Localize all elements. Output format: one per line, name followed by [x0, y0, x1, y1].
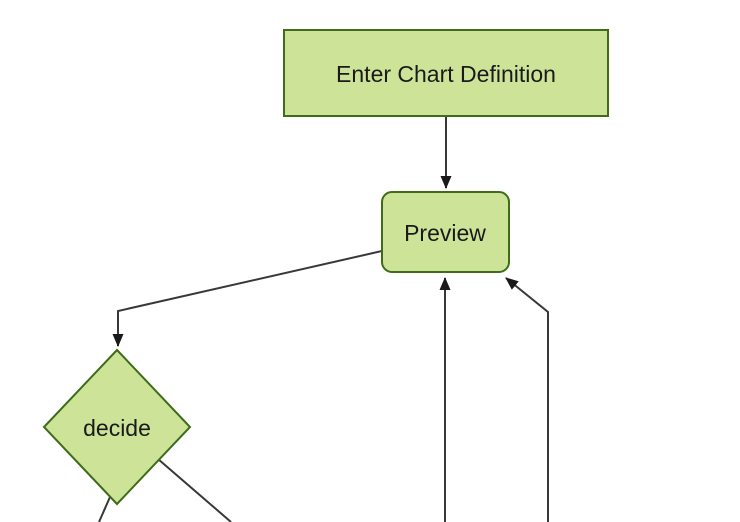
preview-rounded-rectangle	[381, 191, 510, 273]
edge-bottom-right-to-preview	[505, 277, 549, 522]
edges-layer	[98, 116, 549, 522]
enter-chart-definition-rectangle	[283, 29, 609, 117]
node-enter-chart-definition	[283, 29, 609, 117]
decide-diamond	[42, 348, 192, 506]
decide-label: decide	[83, 415, 151, 441]
nodes-layer	[42, 29, 609, 506]
preview-label: Preview	[404, 220, 486, 246]
labels-layer: Enter Chart Definition Preview decide	[83, 61, 556, 441]
edge-decide-to-offscreen-left	[98, 496, 111, 522]
edge-preview-to-decide	[112, 250, 383, 347]
enter-chart-definition-label: Enter Chart Definition	[336, 61, 556, 87]
node-decide	[42, 348, 192, 506]
node-preview	[381, 191, 510, 273]
edge-decide-to-offscreen-right	[157, 458, 232, 522]
